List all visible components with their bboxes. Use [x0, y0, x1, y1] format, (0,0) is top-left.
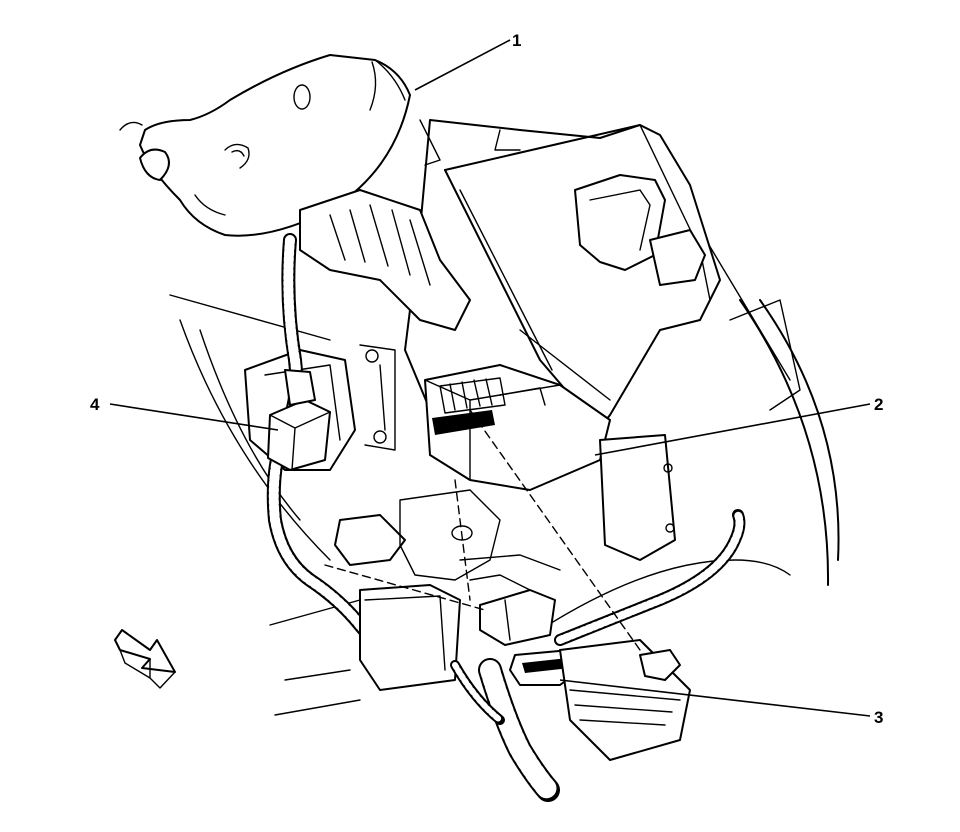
leader-3	[559, 679, 871, 717]
callout-1: 1	[512, 31, 521, 50]
control-module-2	[424, 364, 611, 491]
callout-labels: 1 2 3 4	[90, 31, 883, 727]
leader-1	[414, 39, 511, 91]
wiring-harness-trunk	[450, 658, 560, 802]
leader-4	[109, 403, 279, 431]
connector-4	[267, 369, 331, 471]
callout-4: 4	[90, 395, 100, 414]
connector-3-area	[479, 589, 691, 761]
wiring-harness-right	[554, 509, 746, 646]
leader-2	[594, 403, 871, 456]
lower-bracket-structure	[334, 434, 676, 691]
callout-2: 2	[874, 395, 883, 414]
callout-leaders	[109, 39, 871, 717]
body-panel-right	[539, 229, 840, 631]
alignment-lines	[324, 409, 641, 651]
callout-3: 3	[874, 708, 883, 727]
arrow-forward-icon	[114, 629, 176, 689]
steering-column-cover	[119, 54, 411, 237]
wiring-harness-left	[266, 233, 397, 650]
